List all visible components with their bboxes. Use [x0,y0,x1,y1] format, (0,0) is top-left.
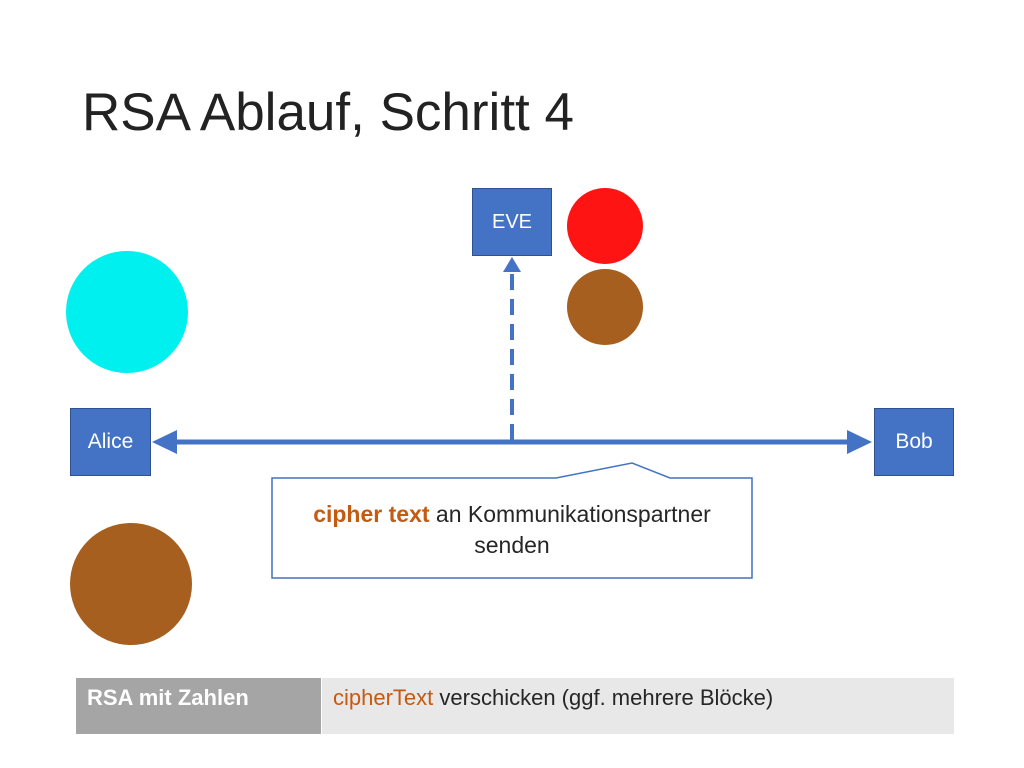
transmission-arrowhead-right [847,430,872,454]
bob-label: Bob [895,430,933,453]
eavesdrop-arrowhead [503,257,521,272]
transmission-arrowhead-left [152,430,177,454]
alice-box: Alice [70,408,151,476]
slide-title: RSA Ablauf, Schritt 4 [82,83,574,142]
bob-box: Bob [874,408,954,476]
callout-shape [271,462,753,579]
footer-table: RSA mit Zahlen cipherText verschicken (g… [76,678,954,734]
eve-label: EVE [491,210,533,233]
footer-text: verschicken (ggf. mehrere Blöcke) [439,685,774,710]
alice-label: Alice [87,430,134,453]
footer-table-row: RSA mit Zahlen cipherText verschicken (g… [76,678,954,734]
footer-table-label: RSA mit Zahlen [76,678,322,734]
callout-text: cipher text an Kommunikationspartner send… [272,499,752,561]
red-circle [567,188,643,264]
callout-highlight: cipher text [313,501,430,527]
footer-table-content: cipherText verschicken (ggf. mehrere Blö… [321,678,954,734]
brown-circle-small [567,269,643,345]
eve-box: EVE [472,188,552,256]
callout-line1-text: an Kommunikationspartner [435,501,711,527]
callout-line2-text: senden [474,532,550,558]
cyan-circle [66,251,188,373]
brown-circle-large [70,523,192,645]
footer-highlight: cipherText [333,685,434,710]
